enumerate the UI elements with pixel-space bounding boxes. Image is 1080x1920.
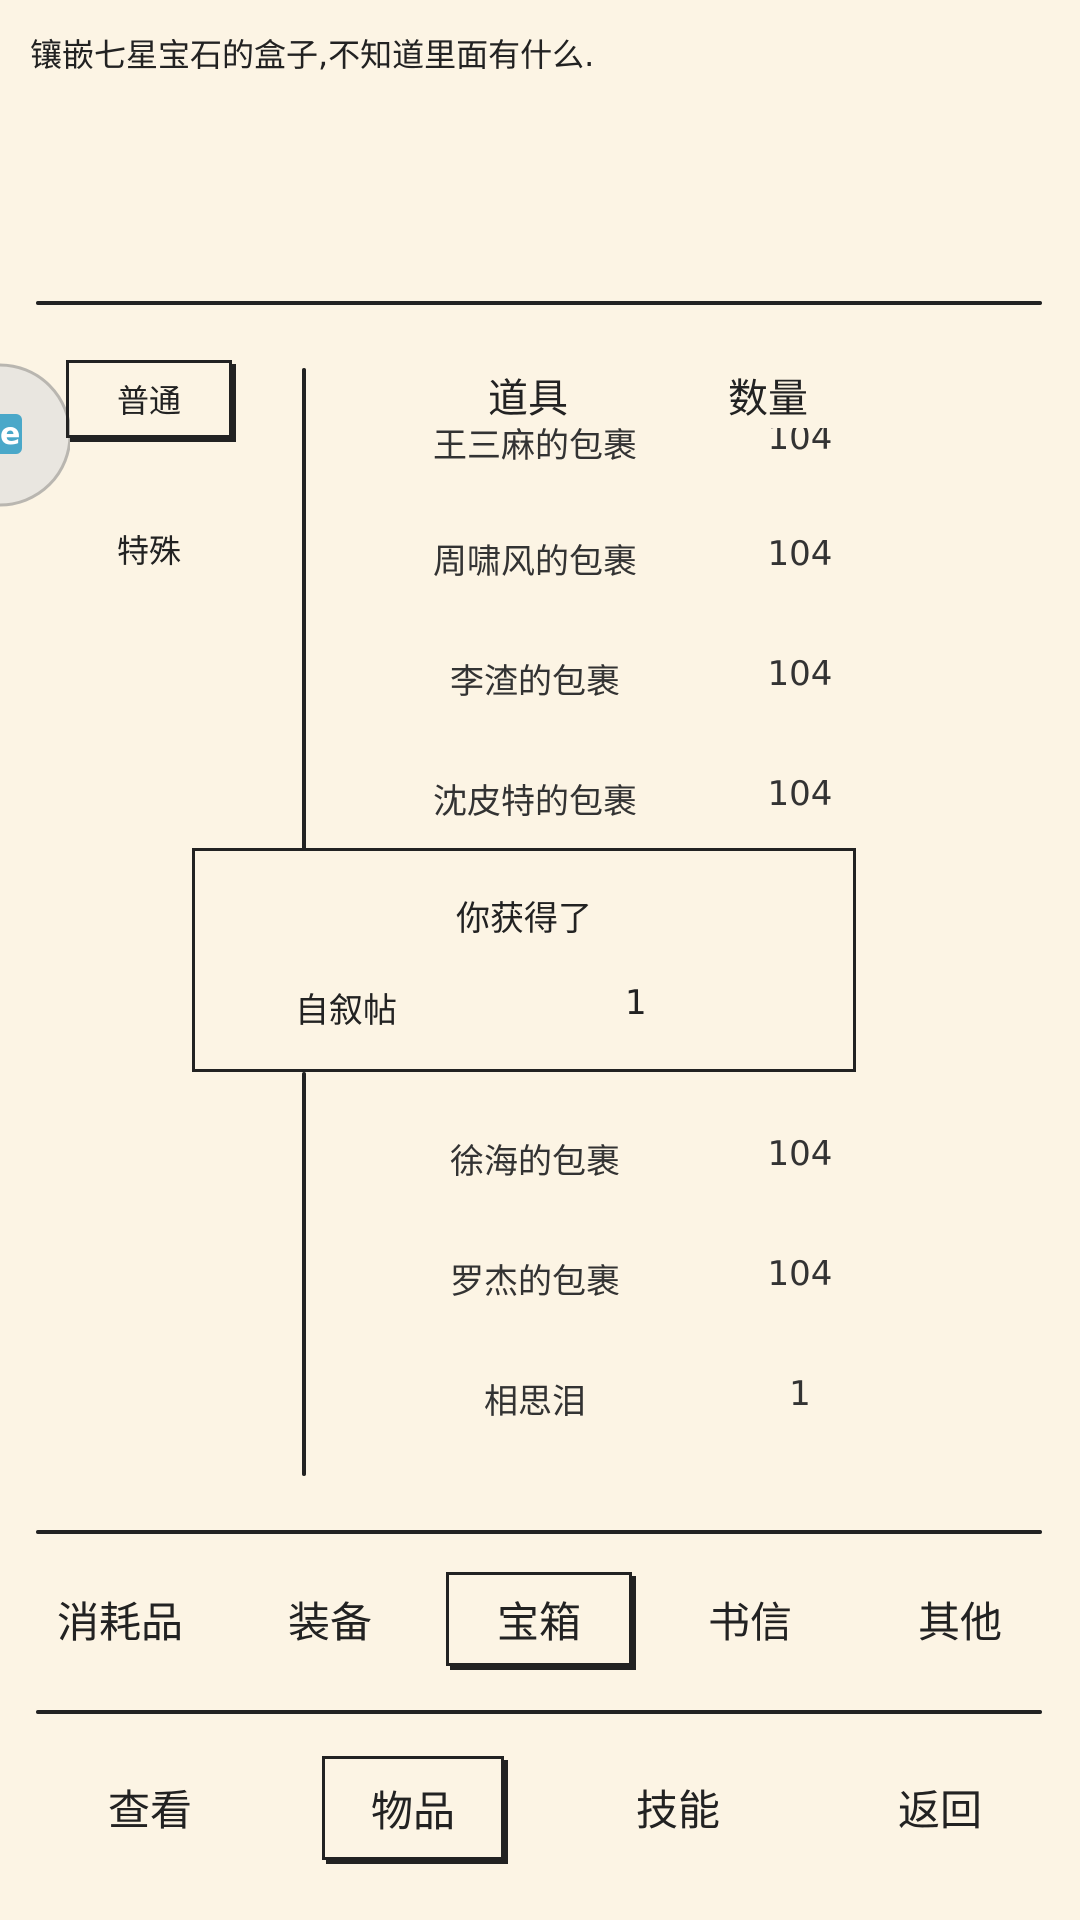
- item-name: 李渣的包裹: [450, 662, 620, 702]
- list-vertical-divider-lower: [302, 1072, 306, 1476]
- divider-item-tabs-top: [36, 1530, 1042, 1534]
- tab-treasure-chest[interactable]: 宝箱: [446, 1572, 632, 1666]
- item-row[interactable]: 罗杰的包裹 104: [310, 1254, 930, 1314]
- tab-other[interactable]: 其他: [917, 1597, 1002, 1647]
- item-description: 镶嵌七星宝石的盒子,不知道里面有什么.: [30, 36, 595, 74]
- column-header-quantity: 数量: [728, 376, 808, 422]
- divider-main-tabs-top: [36, 1710, 1042, 1714]
- tab-view[interactable]: 查看: [107, 1785, 192, 1835]
- item-row[interactable]: 徐海的包裹 104: [310, 1134, 930, 1194]
- item-qty: 1: [789, 1374, 811, 1414]
- reward-popup[interactable]: 你获得了 自叙帖 1: [192, 848, 856, 1072]
- item-name: 王三麻的包裹: [433, 428, 637, 466]
- item-row[interactable]: 沈皮特的包裹 104: [310, 774, 930, 834]
- reward-item-qty: 1: [625, 983, 647, 1023]
- item-name: 相思泪: [484, 1382, 586, 1422]
- tab-skills[interactable]: 技能: [635, 1785, 720, 1835]
- item-qty: 104: [767, 774, 833, 814]
- tab-items[interactable]: 物品: [322, 1756, 504, 1860]
- tab-letters[interactable]: 书信: [707, 1597, 792, 1647]
- item-row[interactable]: 周啸风的包裹 104: [310, 534, 930, 594]
- item-row[interactable]: 王三麻的包裹 104: [310, 428, 930, 478]
- item-row[interactable]: 相思泪 1: [310, 1374, 930, 1434]
- item-qty: 104: [767, 534, 833, 574]
- divider-top: [36, 301, 1042, 305]
- item-name: 罗杰的包裹: [450, 1262, 620, 1302]
- reward-item-name: 自叙帖: [295, 991, 397, 1031]
- column-header-item: 道具: [488, 376, 568, 422]
- item-qty: 104: [767, 654, 833, 694]
- item-list[interactable]: 王三麻的包裹 104 周啸风的包裹 104 李渣的包裹 104 沈皮特的包裹 1…: [310, 428, 930, 1478]
- item-qty: 104: [767, 1254, 833, 1294]
- tab-consumables[interactable]: 消耗品: [56, 1597, 183, 1647]
- tab-back[interactable]: 返回: [897, 1785, 982, 1835]
- item-name: 周啸风的包裹: [433, 542, 637, 582]
- floating-assistant-icon[interactable]: e: [0, 360, 70, 510]
- list-vertical-divider-upper: [302, 368, 306, 850]
- category-special-tab[interactable]: 特殊: [116, 532, 181, 570]
- item-name: 徐海的包裹: [450, 1142, 620, 1182]
- tab-equipment[interactable]: 装备: [287, 1597, 372, 1647]
- item-row[interactable]: 李渣的包裹 104: [310, 654, 930, 714]
- category-normal-tab[interactable]: 普通: [66, 360, 232, 438]
- svg-text:e: e: [0, 417, 20, 452]
- item-name: 沈皮特的包裹: [433, 782, 637, 822]
- popup-title: 你获得了: [456, 899, 592, 939]
- item-qty: 104: [767, 428, 833, 458]
- item-qty: 104: [767, 1134, 833, 1174]
